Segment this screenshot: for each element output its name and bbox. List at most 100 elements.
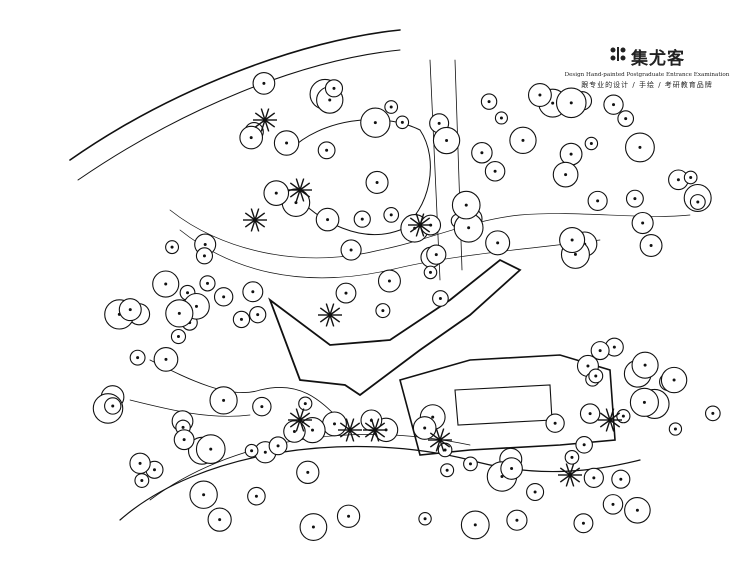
boardwalk-path <box>119 445 641 521</box>
palm-frond <box>349 429 355 442</box>
palm-frond <box>244 212 256 221</box>
tree-trunk-dot <box>711 411 715 415</box>
palm-frond <box>299 419 305 432</box>
tree-trunk-dot <box>222 295 226 299</box>
tree-trunk-dot <box>344 291 348 295</box>
palm-frond <box>299 178 305 191</box>
tree-trunk-dot <box>642 400 646 404</box>
palm-frond <box>299 412 311 421</box>
tree-trunk-dot <box>262 81 266 85</box>
tree-trunk-dot <box>573 252 577 256</box>
palm-frond <box>264 108 270 121</box>
palm-frond <box>429 439 441 448</box>
palm-frond <box>349 422 361 431</box>
palm-frond <box>254 219 260 232</box>
contour-line <box>169 209 691 259</box>
palm-frond <box>329 307 341 316</box>
tree-trunk-dot <box>263 450 267 454</box>
tree-trunk-dot <box>553 421 557 425</box>
palm-frond <box>295 189 301 202</box>
tree-trunk-dot <box>294 201 298 205</box>
tree-trunk-dot <box>431 415 435 419</box>
tree-trunk-dot <box>551 101 555 105</box>
tree-trunk-dot <box>569 152 573 156</box>
tree-trunk-dot <box>672 378 676 382</box>
brand-logo: 集尤客 Design Hand-painted Postgraduate Ent… <box>562 44 732 90</box>
palm-frond <box>419 224 425 237</box>
tree-trunk-dot <box>209 447 213 451</box>
palm-frond <box>565 463 571 476</box>
tree-trunk-dot <box>582 443 586 447</box>
tree-trunk-dot <box>499 116 503 120</box>
palm-frond <box>264 119 276 128</box>
tree-trunk-dot <box>619 477 623 481</box>
palm-frond <box>605 408 611 421</box>
brand-name: 集尤客 <box>631 49 685 69</box>
palm-frond <box>415 224 421 237</box>
tree-trunk-dot <box>164 357 168 361</box>
tree-trunk-dot <box>222 398 226 402</box>
palm-frond <box>339 422 351 431</box>
tree-trunk-dot <box>594 374 598 378</box>
palm-frond <box>435 428 441 441</box>
tree-trunk-dot <box>311 428 315 432</box>
tree-trunk-dot <box>443 448 447 452</box>
tree-trunk-dot <box>493 169 497 173</box>
palm-frond <box>559 467 571 476</box>
tree-trunk-dot <box>515 518 519 522</box>
tree-trunk-dot <box>641 221 645 225</box>
palm-frond <box>325 303 331 316</box>
tree-trunk-dot <box>285 141 289 145</box>
tree-trunk-dot <box>689 175 693 179</box>
palm-tree-group <box>243 108 622 487</box>
tree-trunk-dot <box>500 474 504 478</box>
tree-trunk-dot <box>649 244 653 248</box>
palm-frond <box>254 208 260 221</box>
tree-trunk-dot <box>496 241 500 245</box>
tree-trunk-dot <box>464 203 468 207</box>
palm-frond <box>345 429 351 442</box>
tree-trunk-dot <box>332 422 336 426</box>
tree-group <box>92 71 721 541</box>
tree-trunk-dot <box>676 178 680 182</box>
tagline-english: Design Hand-painted Postgraduate Entranc… <box>564 72 730 78</box>
tree-trunk-dot <box>152 468 156 472</box>
palm-frond <box>254 212 266 221</box>
tree-trunk-dot <box>373 121 377 125</box>
tree-trunk-dot <box>638 145 642 149</box>
tree-trunk-dot <box>611 502 615 506</box>
palm-frond <box>439 439 445 452</box>
palm-frond <box>289 412 301 421</box>
tree-trunk-dot <box>138 461 142 465</box>
palm-frond <box>370 418 376 431</box>
tree-trunk-dot <box>181 425 185 429</box>
tree-trunk-dot <box>569 101 573 105</box>
tree-trunk-dot <box>202 254 206 258</box>
palm-frond <box>439 432 451 441</box>
tree-trunk-dot <box>306 470 310 474</box>
tree-trunk-dot <box>570 238 574 242</box>
palm-frond <box>250 208 256 221</box>
tree-trunk-dot <box>254 494 258 498</box>
tree-trunk-dot <box>423 426 427 430</box>
tree-trunk-dot <box>389 105 393 109</box>
tree-trunk-dot <box>487 100 491 104</box>
palm-frond <box>609 412 621 421</box>
palm-frond <box>289 182 301 191</box>
tree-trunk-dot <box>205 281 209 285</box>
palm-frond <box>254 219 266 228</box>
tree-trunk-dot <box>140 479 144 483</box>
tree-trunk-dot <box>260 405 264 409</box>
palm-frond <box>260 108 266 121</box>
tree-trunk-dot <box>182 438 186 442</box>
tree-trunk-dot <box>249 136 253 140</box>
palm-frond <box>319 307 331 316</box>
palm-frond <box>569 474 575 487</box>
tree-trunk-dot <box>381 309 385 313</box>
palm-frond <box>559 474 571 483</box>
palm-frond <box>370 429 376 442</box>
palm-frond <box>569 467 581 476</box>
tree-trunk-dot <box>588 412 592 416</box>
